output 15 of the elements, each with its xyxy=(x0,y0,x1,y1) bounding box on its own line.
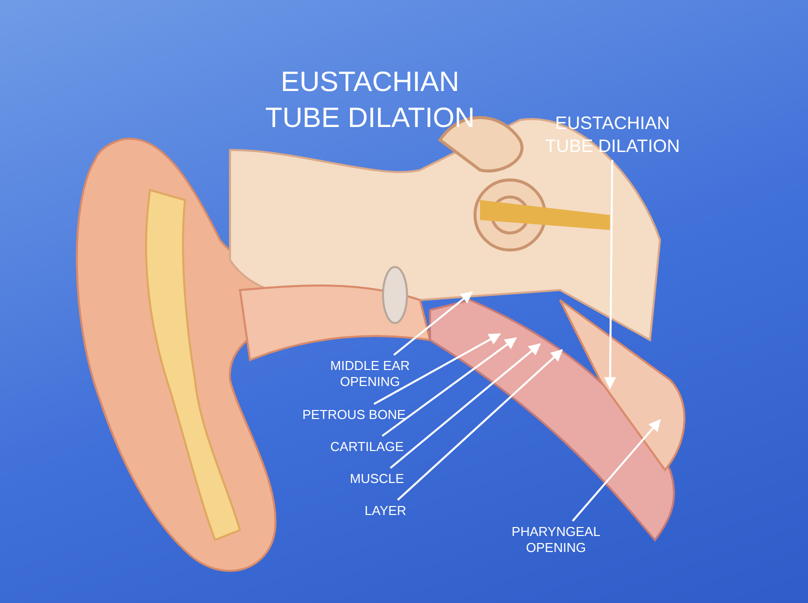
part-label: CARTILAGE xyxy=(325,439,409,456)
part-label: MUSCLE xyxy=(345,471,409,488)
leader-line xyxy=(382,337,517,437)
part-label: PETROUS BONE xyxy=(300,407,408,424)
leader-line xyxy=(397,349,563,501)
diagram-title: EUSTACHIAN TUBE DILATION xyxy=(264,65,476,136)
part-label: PHARYNGEAL OPENING xyxy=(500,524,612,556)
part-label: EUSTACHIAN TUBE DILATION xyxy=(540,112,685,157)
leader-line xyxy=(572,419,661,522)
part-label: LAYER xyxy=(362,503,409,520)
leader-line xyxy=(374,333,502,405)
leader-line xyxy=(390,343,541,469)
arrow xyxy=(604,160,616,390)
part-label: MIDDLE EAR OPENING xyxy=(328,358,412,390)
leader-line xyxy=(393,291,473,356)
